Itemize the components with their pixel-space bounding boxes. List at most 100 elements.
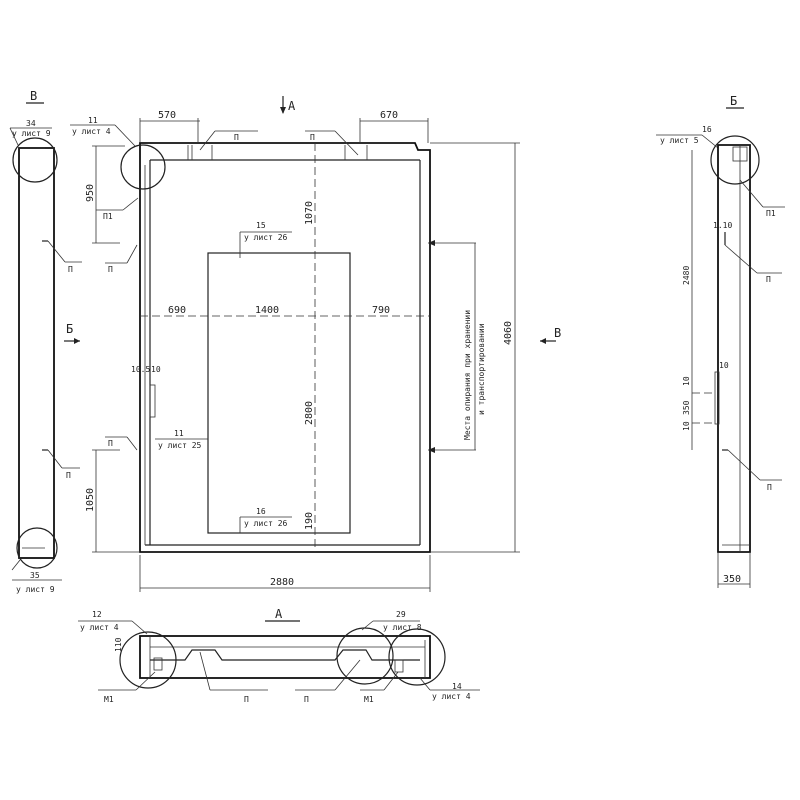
leader <box>419 677 431 691</box>
panel-outline <box>139 142 431 553</box>
dim-790: 790 <box>372 305 390 316</box>
door-opening <box>207 252 351 534</box>
callout-num: 35 <box>30 571 40 580</box>
dim-2480: 2480 <box>682 266 691 285</box>
view-v-title: В <box>30 89 37 103</box>
view-b: Б 16 у лист 5 П1 1.10 П 2480 10 10 350 1… <box>656 94 785 588</box>
dim-2880: 2880 <box>270 577 294 588</box>
callout-num: 15 <box>256 221 266 230</box>
mark-p: П <box>310 133 315 142</box>
leader <box>334 659 361 691</box>
callout-ref: у лист 4 <box>432 692 471 701</box>
arrow-head <box>428 447 435 453</box>
column-side-view <box>18 147 55 559</box>
mark-m1: М1 <box>364 695 374 704</box>
detail-circle <box>119 631 177 689</box>
leader <box>126 244 138 264</box>
callout-ref: у лист 9 <box>12 129 51 138</box>
dim-950: 950 <box>85 184 96 202</box>
mark-p: П <box>767 483 772 492</box>
mark-p: П <box>766 275 771 284</box>
callout-num: 16 <box>702 125 712 134</box>
leader <box>383 671 399 691</box>
callout-ref: у лист 9 <box>16 585 55 594</box>
callout-ref: у лист 26 <box>244 233 288 242</box>
arrow-label-v: В <box>554 326 561 340</box>
callout-num: 34 <box>26 119 36 128</box>
view-b-title: Б <box>730 94 737 108</box>
callout-ref: у лист 4 <box>80 623 119 632</box>
view-a-title: А <box>275 607 283 621</box>
leader <box>739 179 764 208</box>
leader <box>199 130 216 151</box>
main-elevation: А 570 670 11 у лист 4 П П 950 П1 П 1070 <box>70 96 561 592</box>
callout-num: 11 <box>174 429 184 438</box>
leader <box>11 559 21 571</box>
view-v: В 34 у лист 9 П П Б 35 у лист 9 <box>9 89 82 594</box>
detail-circle <box>16 527 58 569</box>
support-note-line1: Места опирания при хранении <box>463 310 472 440</box>
detail-circle <box>12 137 58 183</box>
leader <box>9 127 19 146</box>
callout-num: 14 <box>452 682 462 691</box>
dim-1070: 1070 <box>304 201 315 225</box>
leader <box>122 197 139 211</box>
dim-1-10: 1.10 <box>713 221 732 230</box>
embedded-plate <box>714 371 720 425</box>
arrow-head <box>540 338 546 344</box>
arrow-label-a: А <box>288 99 296 113</box>
mark-p: П <box>108 439 113 448</box>
mark-p: П <box>108 265 113 274</box>
leader <box>334 130 359 156</box>
dim-1050: 1050 <box>85 488 96 512</box>
dim-10-5: 10.5 <box>131 365 150 374</box>
callout-ref: у лист 26 <box>244 519 288 528</box>
embedded-part <box>394 659 404 673</box>
dim-350-bottom: 350 <box>723 574 741 585</box>
dim-4060: 4060 <box>503 321 514 345</box>
notch <box>732 146 748 162</box>
dim-350: 350 <box>682 400 691 415</box>
arrow-head <box>428 240 435 246</box>
leader <box>361 620 374 631</box>
leader <box>135 671 156 691</box>
embedded-part <box>153 657 163 671</box>
arrow-label-b: Б <box>66 322 73 336</box>
mark-p: П <box>304 695 309 704</box>
dim-2800: 2800 <box>304 401 315 425</box>
leader <box>131 620 148 635</box>
column-side-view <box>717 144 751 553</box>
detail-circle <box>388 628 446 686</box>
dim-190: 190 <box>304 512 315 530</box>
callout-ref: у лист 25 <box>158 441 202 450</box>
detail-circle <box>120 144 166 190</box>
dim-690: 690 <box>168 305 186 316</box>
dim-570: 570 <box>158 110 176 121</box>
plan-outline <box>139 635 431 679</box>
leader <box>47 240 66 263</box>
support-note-line2: и транспортировании <box>477 323 486 415</box>
dim-10-c: 10 <box>682 421 691 431</box>
dim-10: 10 <box>151 365 161 374</box>
callout-num: 12 <box>92 610 102 619</box>
dim-10-b: 10 <box>682 376 691 386</box>
callout-num: 29 <box>396 610 406 619</box>
callout-ref: у лист 5 <box>660 136 699 145</box>
dim-670: 670 <box>380 110 398 121</box>
callout-ref: у лист 4 <box>72 127 111 136</box>
leader <box>114 124 136 147</box>
mark-m1: М1 <box>104 695 114 704</box>
mark-p: П <box>234 133 239 142</box>
mark-p: П <box>66 471 71 480</box>
mark-p1: П1 <box>766 209 776 218</box>
dim-110: 110 <box>114 637 123 652</box>
mark-p1: П1 <box>103 212 113 221</box>
leader <box>199 651 211 691</box>
leader <box>126 436 138 451</box>
callout-num: 16 <box>256 507 266 516</box>
dim-10-a: 10 <box>719 361 729 370</box>
callout-num: 11 <box>88 116 98 125</box>
leader <box>724 244 758 274</box>
arrow-head <box>74 338 80 344</box>
